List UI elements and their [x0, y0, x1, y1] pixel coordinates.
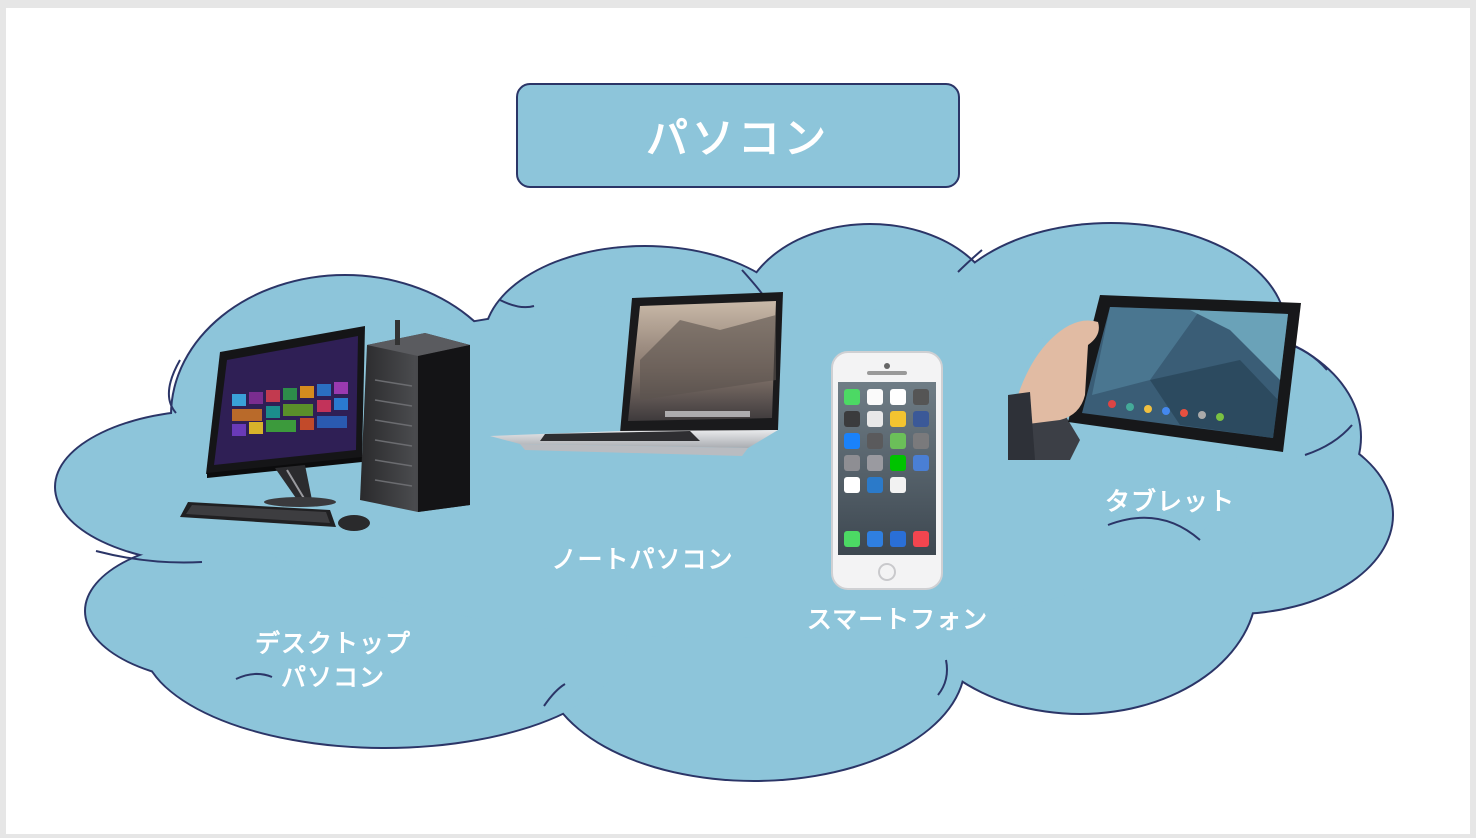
title-text: パソコン: [645, 114, 830, 163]
title-box: パソコン: [516, 83, 960, 188]
desktop-computer-icon: [180, 320, 470, 531]
tablet-label: タブレット: [1104, 487, 1235, 516]
tablet-icon: [1008, 295, 1301, 460]
smartphone-icon: [831, 351, 943, 590]
desktop-label: デスクトップ パソコン: [228, 627, 438, 695]
laptop-label: ノートパソコン: [551, 545, 734, 574]
smartphone-label: スマートフォン: [806, 605, 989, 634]
laptop-icon: [490, 292, 783, 456]
desktop-label-line2: パソコン: [280, 663, 385, 692]
desktop-label-line1: デスクトップ: [254, 629, 411, 658]
